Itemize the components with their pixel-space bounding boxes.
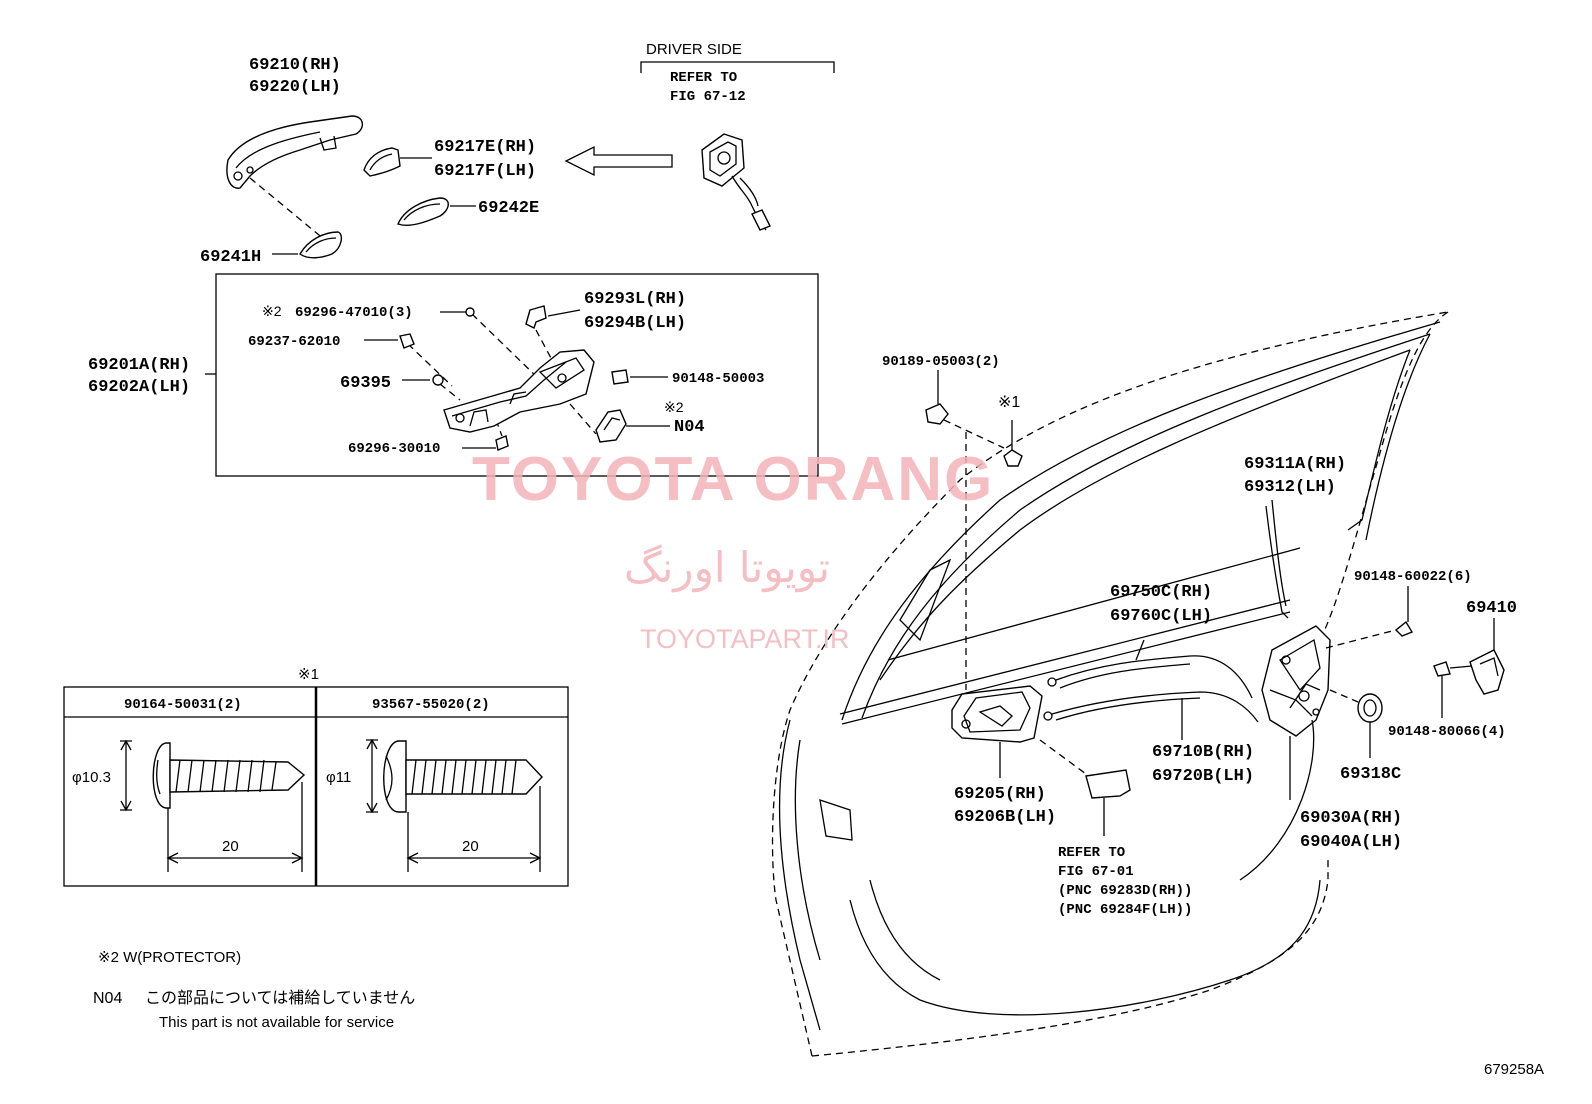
bolt-drawing xyxy=(611,369,629,385)
bracket-lh-label: 69294B(LH) xyxy=(584,314,686,333)
table-mark: ※1 xyxy=(298,666,319,683)
n04-part-drawing xyxy=(595,409,627,443)
pnc-rh-label: (PNC 69283D(RH)) xyxy=(1058,883,1192,899)
door-screw-drawing xyxy=(1003,449,1023,467)
screw-small-drawing xyxy=(465,307,475,317)
screw-pn-label: 69296-47010(3) xyxy=(295,305,413,321)
screw-table: ※1 90164-50031(2) 93567-55020(2) φ10.3 2… xyxy=(63,666,569,887)
screw1-drawing xyxy=(120,739,306,872)
cable2-rh-label: 69710B(RH) xyxy=(1152,743,1254,762)
frame-box: 69201A(RH) 69202A(LH) ※2 69296-47010(3) … xyxy=(88,273,819,477)
door-refer-label: REFER TO xyxy=(1058,845,1125,861)
bracket-rh-label: 69293L(RH) xyxy=(584,290,686,309)
inside-handle-lh-label: 69206B(LH) xyxy=(954,808,1056,827)
bracket-drawing xyxy=(525,305,547,329)
nut-drawing xyxy=(399,333,415,349)
grommet-drawing xyxy=(1357,693,1383,723)
screw2-dia: φ11 xyxy=(326,769,351,786)
door-parts-group: 90189-05003(2) ※1 69311A(RH) 69312(LH) 6… xyxy=(882,354,1517,918)
watermark-line3: TOYOTAPART.IR xyxy=(640,624,850,654)
handle-cover-drawing xyxy=(363,147,401,177)
part-69395-drawing xyxy=(432,374,444,386)
handle-pad-e-drawing xyxy=(397,197,449,226)
inside-handle-rh-label: 69205(RH) xyxy=(954,785,1046,804)
frame-assy-rh-label: 69201A(RH) xyxy=(88,356,190,375)
nut-pn-label: 69237-62010 xyxy=(248,334,340,350)
n04-label: N04 xyxy=(674,418,705,437)
screw6-label: 90148-60022(6) xyxy=(1354,569,1472,585)
n04-mark-label: ※2 xyxy=(664,399,684,415)
handle-lh-label: 69220(LH) xyxy=(249,78,341,97)
striker-drawing xyxy=(1469,649,1505,695)
handle-bezel-drawing xyxy=(1085,769,1131,799)
door-fig-label: FIG 67-01 xyxy=(1058,864,1134,880)
screw-mark-label: ※2 xyxy=(262,303,282,319)
door-lock-drawing xyxy=(1261,625,1331,737)
lock-rh-label: 69030A(RH) xyxy=(1300,809,1402,828)
door-outline xyxy=(771,311,1449,1057)
part-69395-label: 69395 xyxy=(340,374,391,393)
striker-label: 69410 xyxy=(1466,599,1517,618)
frame-assy-lh-label: 69202A(LH) xyxy=(88,378,190,397)
rod-lh-label: 69312(LH) xyxy=(1244,478,1336,497)
watermark: TOYOTA ORANG تویوتا اورنگ TOYOTAPART.IR xyxy=(472,445,994,654)
bolt-pn-label: 90148-50003 xyxy=(672,371,764,387)
driver-refer-label: REFER TO xyxy=(670,70,737,86)
cover-rh-label: 69217E(RH) xyxy=(434,138,536,157)
watermark-line1: TOYOTA ORANG xyxy=(472,445,994,514)
notes: ※2 W(PROTECTOR) N04 この部品については補給していません Th… xyxy=(93,949,415,1031)
table-col2-pn: 93567-55020(2) xyxy=(372,697,490,713)
cable-lh-label: 69760C(LH) xyxy=(1110,607,1212,626)
screw1-len: 20 xyxy=(222,838,239,855)
handle-frame-drawing xyxy=(443,349,595,433)
screw2-len: 20 xyxy=(462,838,479,855)
driver-fig-label: FIG 67-12 xyxy=(670,89,746,105)
lock-cylinder-drawing xyxy=(701,133,771,231)
handle-pad-h-drawing xyxy=(299,231,343,259)
lock-screw-drawing xyxy=(1394,620,1414,637)
striker-bolt-drawing xyxy=(1433,661,1451,677)
screw2-pn-label: 69296-30010 xyxy=(348,441,440,457)
note-w-protector: ※2 W(PROTECTOR) xyxy=(98,949,241,966)
grommet-label: 69318C xyxy=(1340,765,1401,784)
note-n04-en: This part is not available for service xyxy=(159,1014,394,1031)
door-screw-mark: ※1 xyxy=(998,394,1020,411)
pad-e-label: 69242E xyxy=(478,199,539,218)
outside-handle-drawing xyxy=(226,115,363,189)
inside-handle-drawing xyxy=(951,685,1043,743)
table-col1-pn: 90164-50031(2) xyxy=(124,697,242,713)
pnc-lh-label: (PNC 69284F(LH)) xyxy=(1058,902,1192,918)
watermark-line2: تویوتا اورنگ xyxy=(624,543,830,592)
handle-rh-label: 69210(RH) xyxy=(249,56,341,75)
figure-id: 679258A xyxy=(1484,1061,1544,1078)
note-n04-jp: この部品については補給していません xyxy=(145,988,415,1007)
outside-handle-group: 69210(RH) 69220(LH) 69217E(RH) 69217F(LH… xyxy=(200,41,835,267)
clip-drawing xyxy=(925,403,949,425)
rod-rh-label: 69311A(RH) xyxy=(1244,455,1346,474)
cable2-lh-label: 69720B(LH) xyxy=(1152,767,1254,786)
bolt4-label: 90148-80066(4) xyxy=(1388,724,1506,740)
clip-pn-label: 90189-05003(2) xyxy=(882,354,1000,370)
screw2-table-drawing xyxy=(366,738,543,872)
direction-arrow xyxy=(564,145,673,177)
screw1-dia: φ10.3 xyxy=(72,769,111,786)
note-n04-code: N04 xyxy=(93,990,122,1007)
lock-lh-label: 69040A(LH) xyxy=(1300,833,1402,852)
pad-h-label: 69241H xyxy=(200,248,261,267)
screw2-drawing xyxy=(495,435,509,451)
cover-lh-label: 69217F(LH) xyxy=(434,162,536,181)
driver-side-label: DRIVER SIDE xyxy=(646,41,742,58)
cable-rh-label: 69750C(RH) xyxy=(1110,583,1212,602)
frame-box-border xyxy=(215,273,819,477)
